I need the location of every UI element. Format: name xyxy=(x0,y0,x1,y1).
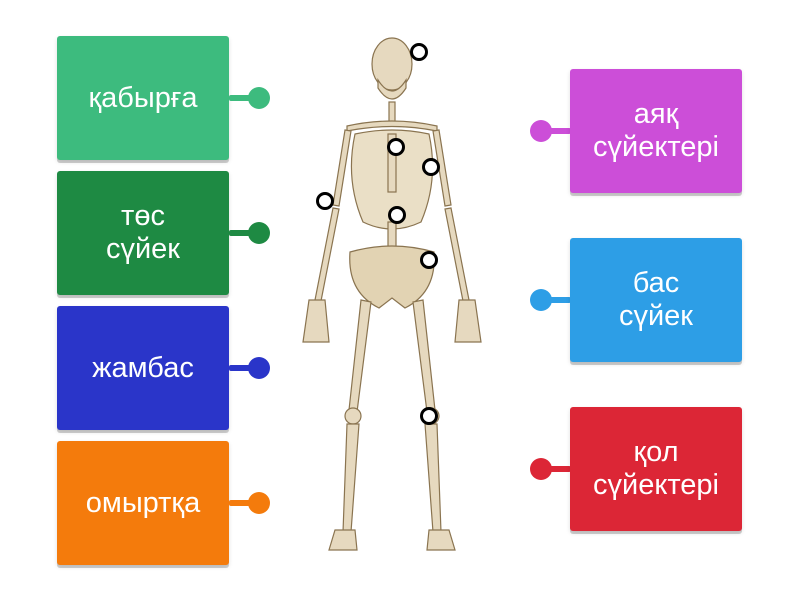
label-connector-6 xyxy=(545,297,571,303)
target-arm-hotspot[interactable] xyxy=(316,192,334,210)
label-card-5[interactable]: аяқ сүйектері xyxy=(570,69,742,193)
label-text-5: аяқ сүйектері xyxy=(593,98,719,163)
label-knob-6[interactable] xyxy=(530,289,552,311)
target-spine-hotspot[interactable] xyxy=(388,206,406,224)
label-card-3[interactable]: жамбас xyxy=(57,306,229,430)
target-ribs-side-hotspot[interactable] xyxy=(422,158,440,176)
label-card-7[interactable]: қол сүйектері xyxy=(570,407,742,531)
label-knob-5[interactable] xyxy=(530,120,552,142)
skeleton-illustration xyxy=(285,30,505,570)
label-text-7: қол сүйектері xyxy=(593,436,719,501)
label-card-1[interactable]: қабырға xyxy=(57,36,229,160)
label-card-2[interactable]: төс сүйек xyxy=(57,171,229,295)
label-card-4[interactable]: омыртқа xyxy=(57,441,229,565)
label-knob-2[interactable] xyxy=(248,222,270,244)
target-skull-hotspot[interactable] xyxy=(410,43,428,61)
label-text-1: қабырға xyxy=(88,81,198,114)
label-knob-3[interactable] xyxy=(248,357,270,379)
target-ribs-hotspot[interactable] xyxy=(387,138,405,156)
label-text-4: омыртқа xyxy=(85,486,201,519)
label-connector-7 xyxy=(545,466,571,472)
label-knob-4[interactable] xyxy=(248,492,270,514)
label-text-6: бас сүйек xyxy=(618,267,693,332)
target-leg-hotspot[interactable] xyxy=(420,407,438,425)
label-connector-1 xyxy=(229,95,255,101)
label-knob-7[interactable] xyxy=(530,458,552,480)
label-knob-1[interactable] xyxy=(248,87,270,109)
label-text-2: төс сүйек xyxy=(105,200,180,265)
label-card-6[interactable]: бас сүйек xyxy=(570,238,742,362)
label-connector-4 xyxy=(229,500,255,506)
label-connector-5 xyxy=(545,128,571,134)
target-pelvis-hotspot[interactable] xyxy=(420,251,438,269)
skeleton-icon xyxy=(302,37,482,551)
label-connector-3 xyxy=(229,365,255,371)
label-text-3: жамбас xyxy=(92,351,194,384)
label-connector-2 xyxy=(229,230,255,236)
